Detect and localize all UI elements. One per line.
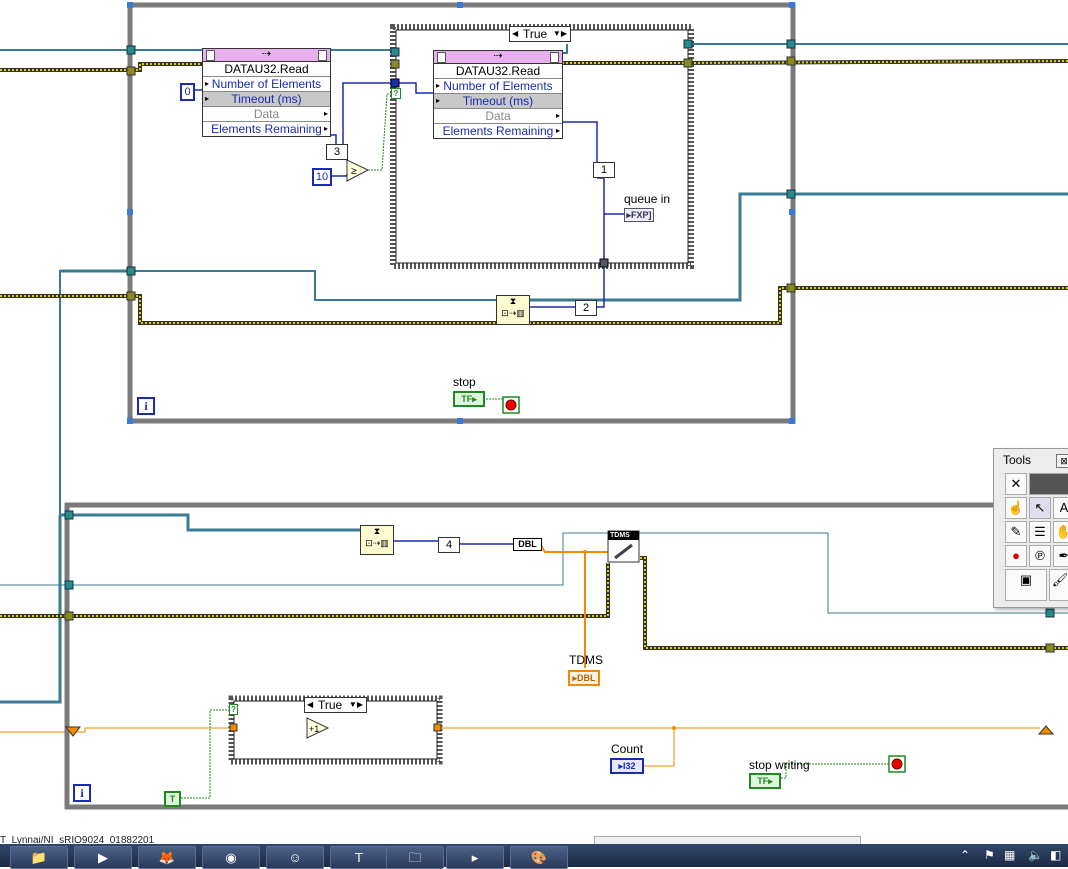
dbl-indicator-terminal: DBL (513, 538, 542, 551)
taskbar-explorer-icon[interactable]: 📁 (10, 846, 68, 869)
svg-text:≥: ≥ (351, 166, 357, 177)
taskbar-messenger-icon[interactable]: ☺ (266, 846, 324, 869)
case-selector-bottom[interactable]: ◀ True ▼▶ (304, 697, 367, 713)
tdms-node-header: TDMS (610, 532, 630, 539)
edit-text-tool-icon[interactable]: A (1053, 497, 1068, 519)
automatic-tool-icon[interactable]: ✕ (1005, 473, 1027, 495)
queue-in-terminal[interactable]: ▸FXP] (624, 208, 654, 222)
const-one[interactable]: 1 (593, 162, 615, 178)
bool-select-terminal-bottom: ? (229, 704, 238, 715)
read-node-1-title: DATAU32.Read (203, 62, 330, 77)
read-node-2-title: DATAU32.Read (434, 64, 562, 79)
taskbar-paint-icon[interactable]: 🎨 (510, 846, 568, 869)
const-three[interactable]: 3 (326, 144, 348, 160)
const-ten[interactable]: 10 (312, 168, 332, 186)
read-node-2-num-elements[interactable]: ▸Number of Elements (434, 79, 562, 94)
read-node-1-data[interactable]: Data▸ (203, 107, 330, 122)
case-selector-top-value: True (523, 27, 548, 41)
scroll-tool-icon[interactable]: ✋ (1053, 521, 1068, 543)
count-i32-terminal[interactable]: ▸I32 (610, 758, 644, 774)
const-zero[interactable]: 0 (180, 83, 195, 101)
shortcut-menu-tool-icon[interactable]: ☰ (1029, 521, 1051, 543)
read-node-1-timeout[interactable]: ▸Timeout (ms) (203, 92, 330, 107)
true-constant[interactable]: T (164, 791, 181, 807)
taskbar-media-player-icon[interactable]: ▶ (74, 846, 132, 869)
top-loop-selection-handles (127, 2, 795, 424)
set-color-tool-icon[interactable]: ▣ (1005, 569, 1047, 601)
read-node-2-elements-remaining[interactable]: Elements Remaining▸ (442, 124, 560, 138)
case-selector-top[interactable]: ◀ True ▼▶ (509, 26, 571, 42)
stop-writing-label: stop writing (749, 758, 810, 772)
taskbar-chrome-icon[interactable]: ◉ (202, 846, 260, 869)
top-loop-iteration-terminal: i (137, 397, 155, 415)
position-tool-icon[interactable]: ↖ (1029, 497, 1051, 519)
datau32-read-node-2[interactable]: ⇢ DATAU32.Read ▸Number of Elements ▸Time… (433, 50, 563, 139)
tools-palette[interactable]: Tools ⊠ ✕ ☝ ↖ A ✎ ☰ ✋ ● ℗ ✒ ▣ 🖌 (993, 448, 1068, 608)
int-wires (194, 82, 624, 545)
get-color-tool-icon[interactable]: ✒ (1053, 545, 1068, 567)
stop-label: stop (453, 375, 476, 389)
read-node-1-elements-remaining[interactable]: Elements Remaining▸ (211, 122, 328, 136)
read-node-2-data[interactable]: Data▸ (434, 109, 562, 124)
paintbrush-tool-icon[interactable]: 🖌 (1049, 569, 1068, 601)
tray-show-hidden-icon[interactable]: ⌃ (960, 848, 971, 862)
top-loop-tunnels (126, 39, 796, 301)
tray-extra-icon[interactable]: ◧ (1050, 848, 1062, 862)
taskbar-folder-icon[interactable]: 🗀 (386, 846, 444, 869)
bool-select-terminal: ? (391, 88, 401, 99)
queue-in-label: queue in (624, 192, 671, 206)
taskbar-labview-icon[interactable]: ▸ (446, 846, 504, 869)
connect-wire-tool-icon[interactable]: ✎ (1005, 521, 1027, 543)
tdms-label: TDMS (569, 653, 603, 667)
i32-wires (0, 727, 1040, 767)
tray-network-icon[interactable]: ▦ (1004, 848, 1016, 862)
dbl-wires (539, 543, 609, 668)
tdms-dbl-terminal[interactable]: ▸DBL (568, 670, 600, 686)
svg-text:+1: +1 (309, 724, 319, 734)
const-four[interactable]: 4 (438, 537, 460, 553)
const-two[interactable]: 2 (575, 300, 597, 316)
tray-volume-icon[interactable]: 🔈 (1028, 848, 1043, 862)
case-selector-bottom-value: True (318, 698, 343, 712)
dequeue-node-bottom[interactable]: ⧗⊡⇢▥ (360, 525, 394, 555)
stop-control-terminal[interactable]: TF▸ (453, 391, 485, 407)
increment-node (306, 717, 330, 739)
tools-palette-close-button[interactable]: ⊠ (1056, 454, 1068, 468)
probe-tool-icon[interactable]: ℗ (1029, 545, 1051, 567)
taskbar-text-editor-icon[interactable]: T (330, 846, 388, 869)
status-bar-path: T_Lynnai/NI_sRIO9024_01882201 (0, 836, 155, 845)
stop-writing-control-terminal[interactable]: TF▸ (749, 773, 781, 789)
automatic-tool-led-icon[interactable] (1029, 473, 1068, 495)
operate-value-tool-icon[interactable]: ☝ (1005, 497, 1027, 519)
read-node-1-num-elements[interactable]: ▸Number of Elements (203, 77, 330, 92)
greater-or-equal-node (346, 159, 370, 182)
bottom-while-loop[interactable] (64, 502, 1068, 810)
tray-flag-icon[interactable]: ⚑ (984, 848, 995, 862)
read-node-2-timeout[interactable]: ▸Timeout (ms) (434, 94, 562, 109)
tools-palette-title: Tools (1003, 453, 1032, 467)
bottom-loop-tunnels (64, 510, 1055, 737)
datau32-read-node-1[interactable]: ⇢ DATAU32.Read ▸Number of Elements ▸Time… (202, 48, 331, 137)
count-label: Count (611, 742, 644, 756)
taskbar-firefox-icon[interactable]: 🦊 (138, 846, 196, 869)
breakpoint-tool-icon[interactable]: ● (1005, 545, 1027, 567)
bottom-loop-iteration-terminal: i (73, 784, 91, 802)
enqueue-node-top[interactable]: ⧗⊡⇢▥ (496, 295, 530, 325)
